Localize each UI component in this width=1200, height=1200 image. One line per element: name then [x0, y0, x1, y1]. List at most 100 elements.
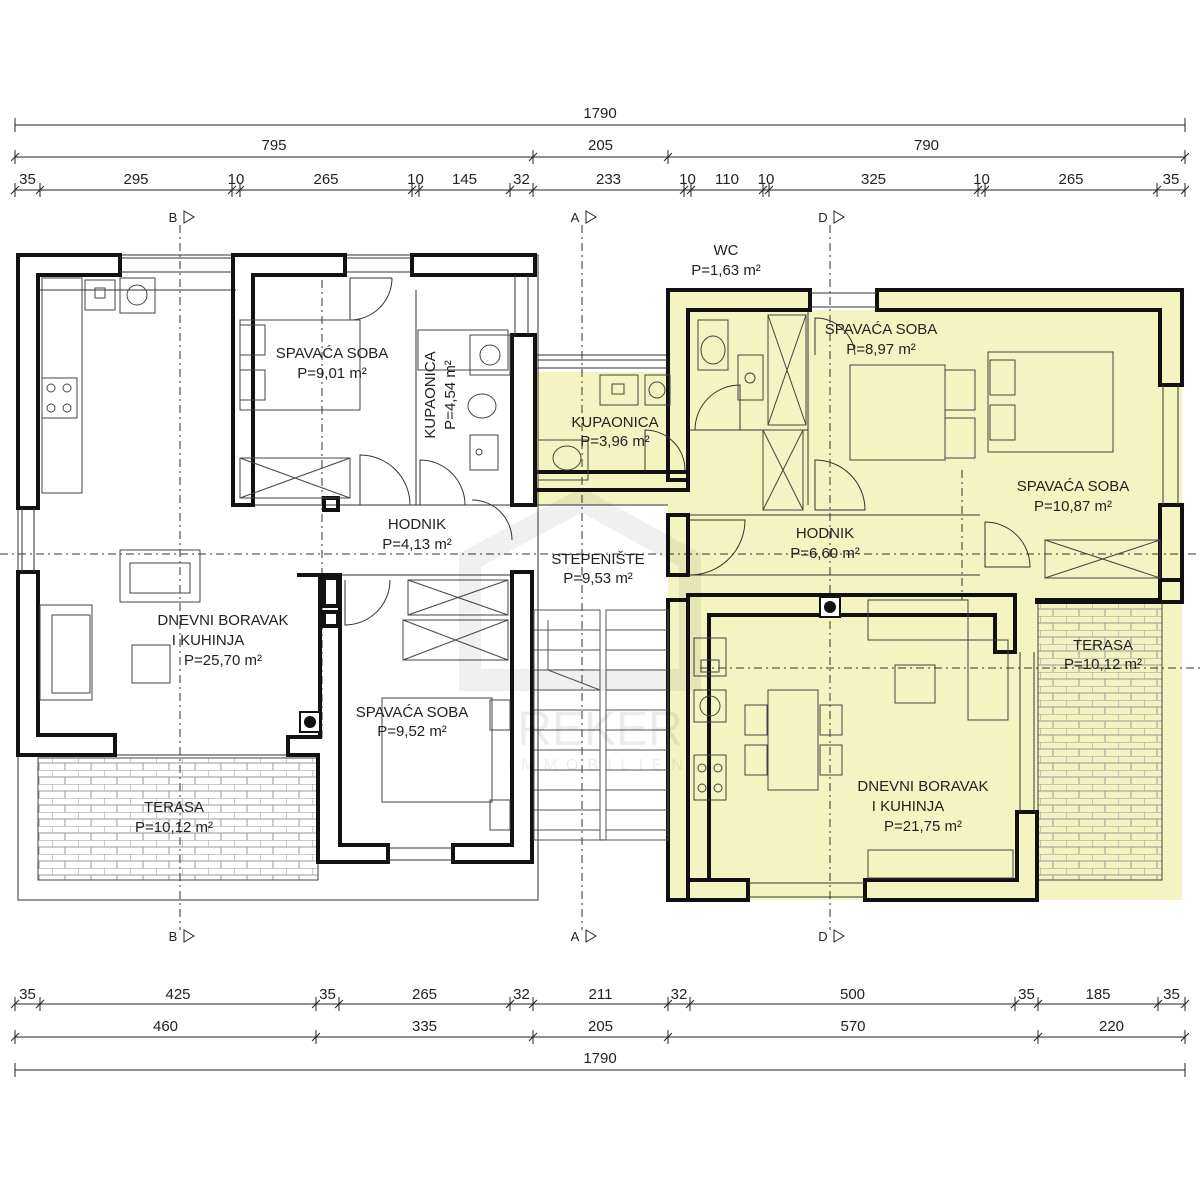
section-marker-d-bottom: D [818, 929, 845, 944]
dim-bot-detail-4: 32 [513, 986, 530, 1003]
dim-bot-mid-3: 570 [840, 1018, 865, 1035]
section-marker-b-top: B [169, 210, 195, 225]
top-dimensions [10, 118, 1190, 197]
dim-top-detail-0: 35 [19, 171, 36, 188]
room-bedroom-2: SPAVAĆA SOBA P=9,52 m² [356, 704, 469, 740]
svg-text:P=3,96 m²: P=3,96 m² [580, 433, 650, 450]
dim-top-detail-6: 32 [513, 171, 530, 188]
svg-text:P=9,52 m²: P=9,52 m² [377, 723, 447, 740]
walls [16, 253, 1184, 902]
terrace-right [1037, 601, 1163, 881]
svg-text:P=21,75 m²: P=21,75 m² [884, 818, 962, 835]
dim-bot-detail-0: 35 [19, 986, 36, 1003]
dim-top-detail-1: 295 [123, 171, 148, 188]
svg-text:STEPENIŠTE: STEPENIŠTE [551, 551, 644, 568]
svg-text:P=6,60 m²: P=6,60 m² [790, 545, 860, 562]
furniture-left [39, 277, 671, 831]
dim-bot-detail-10: 35 [1163, 986, 1180, 1003]
dim-top-detail-5: 145 [452, 171, 477, 188]
watermark: REKER IMMOBILIEN [459, 487, 701, 774]
dim-bot-mid-1: 335 [412, 1018, 437, 1035]
section-marker-d-top: D [818, 210, 845, 225]
room-living-2: DNEVNI BORAVAK I KUHINJA P=21,75 m² [857, 778, 988, 835]
dim-bottom-mid: 460 335 205 570 220 [153, 1018, 1124, 1035]
chimney-icon-right [819, 596, 841, 618]
dim-bot-detail-5: 211 [589, 986, 613, 1003]
furniture-right [693, 314, 1161, 879]
dim-bot-mid-2: 205 [588, 1018, 613, 1035]
svg-text:P=9,53 m²: P=9,53 m² [563, 570, 633, 587]
room-wc: WC P=1,63 m² [691, 242, 761, 279]
dim-top-mid: 795 205 790 [261, 137, 939, 154]
dim-bot-detail-3: 265 [412, 986, 437, 1003]
dim-top-mid-1: 205 [588, 137, 613, 154]
dim-bot-detail-2: 35 [319, 986, 336, 1003]
dim-top-detail-14: 35 [1163, 171, 1180, 188]
svg-text:P=10,12 m²: P=10,12 m² [1064, 656, 1142, 673]
dim-top-detail-4: 10 [407, 171, 424, 188]
room-hallway-2: HODNIK P=6,60 m² [790, 525, 860, 562]
dim-bot-detail-7: 500 [840, 986, 865, 1003]
dim-top-mid-2: 790 [914, 137, 939, 154]
svg-text:D: D [818, 929, 827, 944]
dim-bottom-total: 1790 [583, 1050, 616, 1067]
room-terrace-1: TERASA P=10,12 m² [135, 799, 213, 836]
svg-text:I KUHINJA: I KUHINJA [172, 632, 245, 649]
svg-text:P=8,97 m²: P=8,97 m² [846, 341, 916, 358]
dim-top-mid-0: 795 [261, 137, 286, 154]
svg-text:B: B [169, 929, 178, 944]
room-bedroom-4: SPAVAĆA SOBA P=10,87 m² [1017, 478, 1130, 515]
dim-top-total: 1790 [583, 105, 616, 122]
bottom-dimensions [10, 997, 1190, 1077]
section-marker-a-bottom: A [571, 929, 597, 944]
svg-text:A: A [571, 929, 580, 944]
svg-text:SPAVAĆA SOBA: SPAVAĆA SOBA [1017, 478, 1130, 495]
svg-text:SPAVAĆA SOBA: SPAVAĆA SOBA [825, 321, 938, 338]
svg-text:P=9,01 m²: P=9,01 m² [297, 365, 367, 382]
room-bedroom-3: SPAVAĆA SOBA P=8,97 m² [825, 321, 938, 358]
svg-text:P=25,70 m²: P=25,70 m² [184, 652, 262, 669]
section-marker-b-bottom: B [169, 929, 195, 944]
svg-text:A: A [571, 210, 580, 225]
dim-top-detail-11: 325 [861, 171, 886, 188]
dim-bot-detail-1: 425 [165, 986, 190, 1003]
dim-top-detail-13: 265 [1058, 171, 1083, 188]
svg-text:DNEVNI BORAVAK: DNEVNI BORAVAK [857, 778, 988, 795]
svg-text:P=1,63 m²: P=1,63 m² [691, 262, 761, 279]
dim-top-detail-10: 10 [758, 171, 775, 188]
door-swings [344, 277, 1031, 626]
section-marker-a-top: A [571, 210, 597, 225]
dim-top-detail-9: 110 [715, 171, 739, 188]
svg-text:KUPAONICA: KUPAONICA [422, 351, 439, 438]
svg-text:WC: WC [714, 242, 739, 259]
dim-top-detail-8: 10 [679, 171, 696, 188]
dim-top-detail-7: 233 [596, 171, 621, 188]
svg-text:HODNIK: HODNIK [796, 525, 854, 542]
dim-bot-mid-0: 460 [153, 1018, 178, 1035]
room-bedroom-1: SPAVAĆA SOBA P=9,01 m² [276, 345, 389, 382]
dim-bot-mid-4: 220 [1099, 1018, 1124, 1035]
svg-text:DNEVNI BORAVAK: DNEVNI BORAVAK [157, 612, 288, 629]
terrace-left [37, 757, 319, 881]
svg-text:IMMOBILIEN: IMMOBILIEN [508, 757, 692, 774]
room-hallway-1: HODNIK P=4,13 m² [382, 516, 452, 553]
room-terrace-2: TERASA P=10,12 m² [1064, 637, 1142, 673]
svg-text:TERASA: TERASA [1073, 637, 1133, 654]
svg-text:B: B [169, 210, 178, 225]
svg-text:P=4,13 m²: P=4,13 m² [382, 536, 452, 553]
svg-text:D: D [818, 210, 827, 225]
room-staircase: STEPENIŠTE P=9,53 m² [551, 551, 644, 587]
svg-text:SPAVAĆA SOBA: SPAVAĆA SOBA [356, 704, 469, 721]
svg-text:P=10,12 m²: P=10,12 m² [135, 819, 213, 836]
dim-bot-detail-9: 185 [1085, 986, 1110, 1003]
svg-text:SPAVAĆA SOBA: SPAVAĆA SOBA [276, 345, 389, 362]
stairs [533, 609, 669, 841]
svg-text:HODNIK: HODNIK [388, 516, 446, 533]
dim-bot-detail-6: 32 [671, 986, 688, 1003]
room-bathroom-2: KUPAONICA P=3,96 m² [571, 414, 658, 450]
dim-top-detail-2: 10 [228, 171, 245, 188]
dim-top-detail-3: 265 [313, 171, 338, 188]
